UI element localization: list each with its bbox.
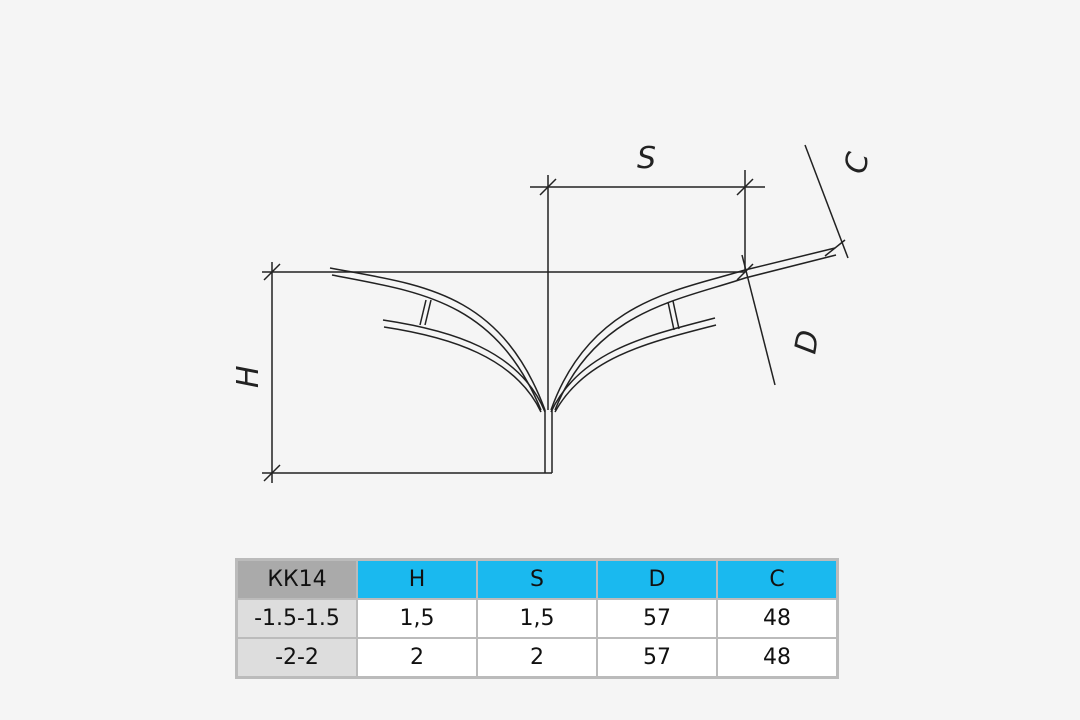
label-c: C — [838, 150, 876, 177]
row-name: -1.5-1.5 — [235, 598, 358, 639]
table-corner: КК14 — [235, 558, 358, 600]
cell: 1,5 — [476, 598, 598, 639]
table-row: -1.5-1.5 1,5 1,5 57 48 — [235, 598, 839, 639]
cell: 2 — [356, 637, 478, 679]
label-h: H — [231, 365, 266, 388]
table-row: -2-2 2 2 57 48 — [235, 637, 839, 679]
label-d: D — [788, 328, 826, 357]
header-c: C — [716, 558, 839, 600]
tray-branches — [329, 247, 837, 473]
header-d: D — [596, 558, 718, 600]
cell: 2 — [476, 637, 598, 679]
header-h: H — [356, 558, 478, 600]
cell: 1,5 — [356, 598, 478, 639]
cell: 48 — [716, 637, 839, 679]
cell: 57 — [596, 637, 718, 679]
row-name: -2-2 — [235, 637, 358, 679]
cell: 48 — [716, 598, 839, 639]
header-s: S — [476, 558, 598, 600]
label-s: S — [637, 141, 656, 176]
table-header-row: КК14 H S D C — [235, 558, 839, 600]
cell: 57 — [596, 598, 718, 639]
dimensions-table: КК14 H S D C -1.5-1.5 1,5 1,5 57 48 -2-2… — [235, 558, 839, 679]
dimension-lines — [262, 144, 849, 483]
